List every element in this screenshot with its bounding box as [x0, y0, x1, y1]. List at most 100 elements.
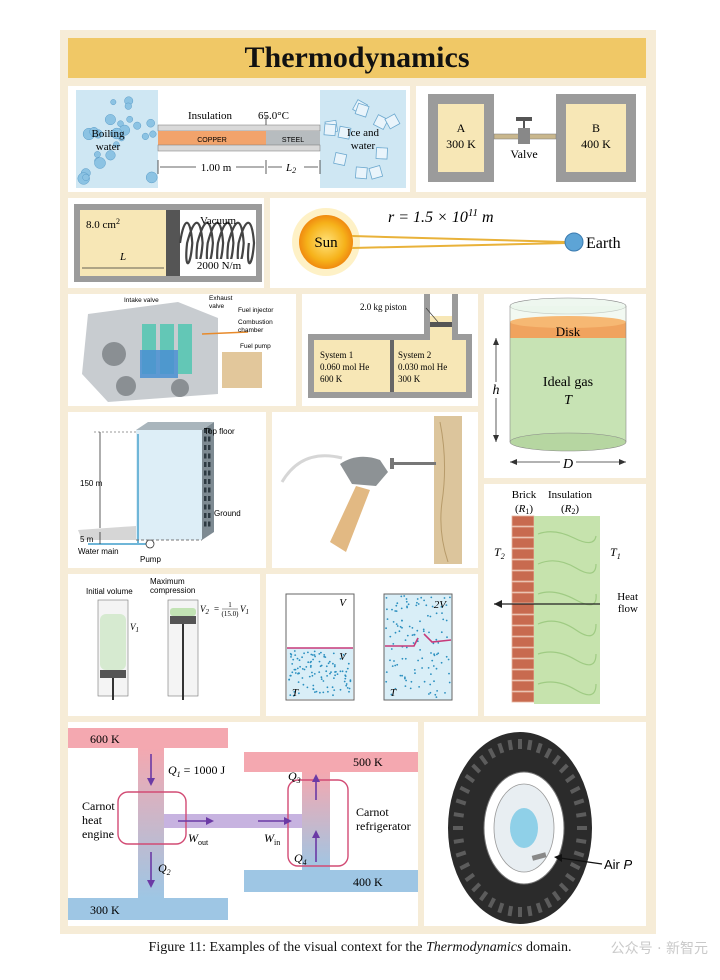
distance-label: r = 1.5 × 1011 m: [388, 207, 494, 226]
refrigerator-label-2: refrigerator: [356, 819, 411, 833]
valve-body: [518, 128, 530, 144]
panel-sun-earth: Sun Earth r = 1.5 × 1011 m: [270, 198, 646, 288]
air-pointer: [559, 857, 603, 865]
length2-label: L2: [285, 162, 296, 175]
panel-compression: Initial volume Maximum compression V1 V2…: [68, 574, 260, 716]
heat-flow-label-2: flow: [618, 603, 638, 615]
r2-label: (R2): [561, 503, 579, 516]
depth-label: 5 m: [80, 535, 94, 544]
length-label: L: [119, 251, 126, 263]
ground: [78, 526, 136, 540]
max-compression-label-2: compression: [150, 586, 195, 595]
piston: [430, 322, 452, 327]
tire-tread: [453, 739, 587, 917]
engine-label-2: heat: [82, 813, 103, 827]
valve-stem-icon: [531, 852, 547, 861]
q3-label: Q3: [288, 769, 301, 785]
engine-label-1: Carnot: [82, 799, 115, 813]
height-label: h: [493, 383, 500, 398]
heat-flow-label-1: Heat: [617, 591, 638, 603]
container-b: [566, 104, 626, 172]
gas-molecules-before: [288, 650, 352, 697]
t2-label: T2: [494, 545, 505, 561]
system1-name: System 1: [320, 350, 353, 360]
engine-outline: [117, 791, 187, 845]
refrigerator-label-1: Carnot: [356, 805, 389, 819]
ice-label-2: water: [351, 140, 376, 152]
system1-temp: 600 K: [320, 374, 343, 384]
piston: [166, 210, 180, 276]
q4-label: Q4: [294, 851, 307, 867]
t400-label: 400 K: [353, 875, 383, 889]
earth-icon: [564, 232, 584, 252]
exhaust-valve-label-1: Exhaust: [209, 295, 233, 302]
v-label-gas: V: [339, 651, 347, 663]
steel-rod: [266, 131, 320, 145]
combustion-chamber-label-1: Combustion: [238, 319, 273, 326]
t-label-after: T: [390, 687, 397, 699]
piston-label: 2.0 kg piston: [360, 302, 407, 312]
pump-icon: [145, 539, 155, 549]
v2-label: V2: [200, 604, 210, 616]
container-b-temp: 400 K: [581, 137, 611, 151]
earth-label: Earth: [586, 235, 621, 252]
q2-label: Q2: [158, 861, 171, 877]
expansion-diagram: V V T 2V T: [285, 593, 453, 701]
ground-label: Ground: [214, 509, 241, 518]
max-compression-label-1: Maximum: [150, 577, 185, 586]
hub-icon: [510, 808, 538, 848]
fraction-numerator: 1: [228, 601, 232, 609]
compression-diagram: Initial volume Maximum compression V1 V2…: [86, 577, 249, 700]
wall-diagram: Brick (R1) Insulation (R2) T2 T1 Heat fl…: [494, 489, 638, 704]
diameter-label: D: [562, 457, 573, 472]
boiling-label-2: water: [96, 141, 121, 153]
system1-moles: 0.060 mol He: [320, 362, 369, 372]
q1-label: Q1 = 1000 J: [168, 763, 225, 779]
sun-icon: [299, 215, 353, 269]
panel-piston-systems: 2.0 kg piston System 1 0.060 mol He 600 …: [302, 294, 478, 406]
nail: [392, 462, 436, 465]
gas-region: [80, 210, 166, 276]
figure-caption: Figure 11: Examples of the visual contex…: [148, 940, 572, 955]
t-label-before: T: [292, 687, 299, 699]
gas-temp-label: T: [564, 393, 573, 408]
hammer-head: [340, 456, 388, 486]
reservoir-300k: [68, 898, 228, 920]
top-floor-label: Top floor: [204, 427, 235, 436]
v2-equals: =: [214, 604, 219, 614]
system2-temp: 300 K: [398, 374, 421, 384]
fraction-denominator: (15.0): [222, 610, 240, 618]
panel-engine: Intake valve Exhaust valve Fuel injector…: [68, 294, 296, 406]
valve-diagram: A 300 K B 400 K Valve: [428, 94, 636, 182]
watermark: 公众号 · 新智元: [610, 941, 708, 957]
engine-diagram: Intake valve Exhaust valve Fuel injector…: [68, 294, 296, 406]
reservoir-400k: [244, 870, 418, 892]
engine-label-3: engine: [82, 827, 114, 841]
combustion-chamber-icon: [140, 350, 178, 378]
boiling-label-1: Boiling: [91, 128, 125, 140]
sun-label: Sun: [314, 235, 338, 251]
page-title: Thermodynamics: [244, 41, 470, 74]
panel-building: Top floor 150 m Ground 5 m Water main Pu…: [68, 412, 266, 568]
valve-handle-icon: [516, 117, 532, 121]
air-pressure-label: Air P: [604, 857, 633, 872]
reservoir-500k: [244, 752, 418, 772]
fuel-pump-label: Fuel pump: [240, 343, 271, 350]
building: [136, 430, 202, 540]
wooden-board: [434, 416, 462, 564]
fuel-injector-label: Fuel injector: [238, 307, 274, 314]
container-a: [438, 104, 484, 172]
panel-ideal-gas-cylinder: Disk Ideal gas T h D: [484, 294, 646, 478]
r1-label: (R1): [515, 503, 533, 516]
title-bar: Thermodynamics: [68, 38, 646, 78]
copper-label: COPPER: [197, 137, 227, 144]
tire-diagram: Air P: [448, 732, 633, 924]
panel-tire: Air P: [424, 722, 646, 926]
partition: [390, 340, 394, 392]
building-diagram: Top floor 150 m Ground 5 m Water main Pu…: [78, 422, 241, 564]
junction-temp: 65.0°C: [258, 110, 289, 122]
intake-valve-label: Intake valve: [124, 297, 159, 304]
cylinder-diagram: Disk Ideal gas T h D: [488, 297, 627, 472]
container-a-temp: 300 K: [446, 137, 476, 151]
insulation-layer: [534, 516, 600, 704]
